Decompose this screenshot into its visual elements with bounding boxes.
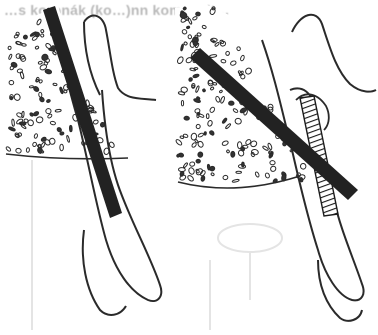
bone-granule xyxy=(69,125,72,131)
bone-granule xyxy=(49,48,55,51)
bone-granule xyxy=(184,116,190,120)
bone-granule xyxy=(196,12,201,16)
bone-granule xyxy=(229,101,234,105)
bone-granule xyxy=(207,164,210,170)
bone-granule xyxy=(242,162,245,167)
root-tips xyxy=(83,230,362,321)
bone-granule xyxy=(60,132,65,136)
right-neighbour-outline xyxy=(292,15,376,92)
right-panel xyxy=(175,4,376,300)
bone-granule xyxy=(231,151,235,157)
left-neighbour-outline xyxy=(84,16,156,100)
bone-granule xyxy=(197,151,203,157)
bone-granule xyxy=(35,32,40,37)
bone-granule xyxy=(196,159,200,163)
bone-granule xyxy=(201,175,206,181)
bone-granule xyxy=(193,41,198,46)
bone-granule xyxy=(204,132,207,136)
